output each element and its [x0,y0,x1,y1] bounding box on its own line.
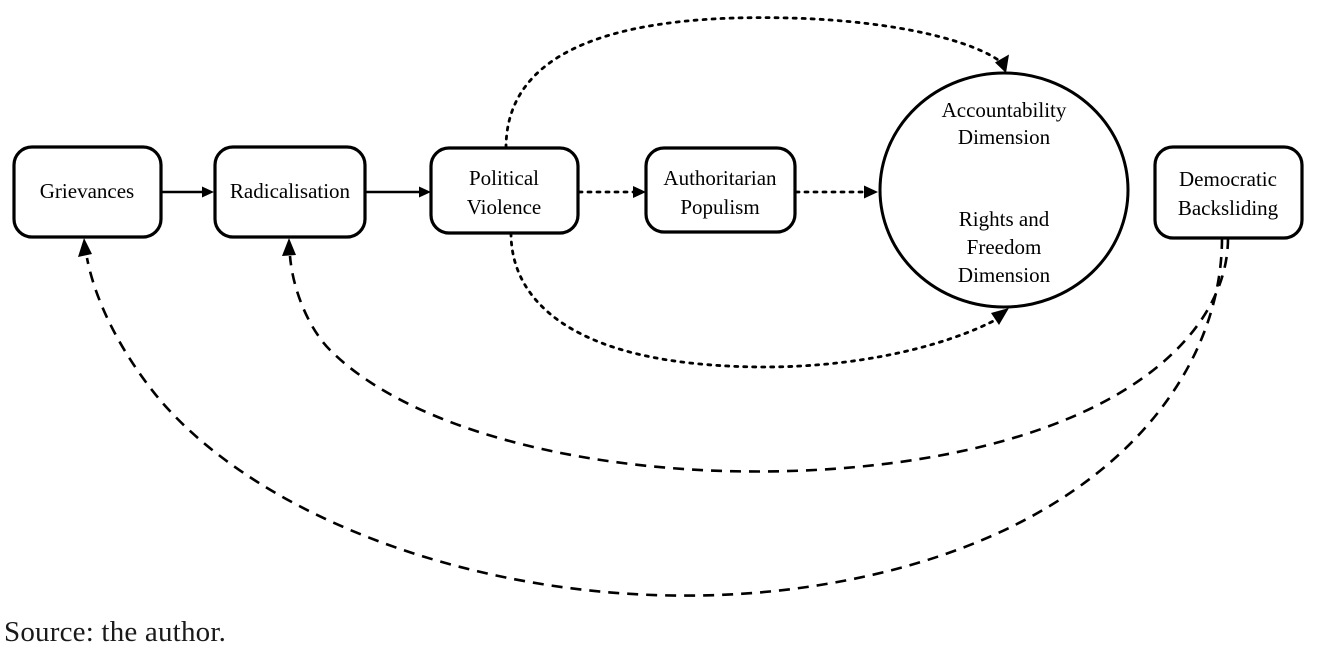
ellipse-label-rights-line3: Dimension [958,263,1051,287]
node-political-violence[interactable]: Political Violence [429,146,580,235]
source-caption: Source: the author. [4,616,227,648]
node-authoritarian-populism-label-line1: Authoritarian [663,166,777,190]
edge-political-violence-to-accountability-dimension [504,16,1009,150]
node-grievances-label: Grievances [40,179,134,203]
ellipse-label-rights-line2: Freedom [967,235,1042,259]
node-authoritarian-populism[interactable]: Authoritarian Populism [644,146,797,234]
node-political-violence-label-line2: Violence [467,195,542,219]
edge-radicalisation-to-political-violence [366,186,431,198]
node-radicalisation-label: Radicalisation [230,179,351,203]
ellipse-label-rights-line1: Rights and [959,207,1050,231]
node-democratic-backsliding-label-line1: Democratic [1179,167,1277,191]
edge-political-violence-to-rights-freedom-dimension [509,231,1009,369]
node-democratic-backsliding[interactable]: Democratic Backsliding [1153,145,1304,240]
node-radicalisation[interactable]: Radicalisation [213,145,367,239]
node-grievances[interactable]: Grievances [12,145,163,239]
edge-authoritarian-populism-to-democracy [794,185,878,199]
ellipse-label-accountability-line2: Dimension [958,125,1051,149]
node-political-violence-label-line1: Political [469,166,539,190]
node-authoritarian-populism-label-line2: Populism [680,195,759,219]
edge-backsliding-to-grievances [78,237,1224,597]
edge-backsliding-to-radicalisation [282,237,1230,473]
edge-political-violence-to-authoritarian-populism [577,186,646,198]
node-democratic-backsliding-label-line2: Backsliding [1178,196,1279,220]
node-democracy-ellipse[interactable]: Accountability Dimension Rights and Free… [878,71,1130,309]
edge-grievances-to-radicalisation [161,186,214,198]
ellipse-label-accountability-line1: Accountability [942,98,1067,122]
